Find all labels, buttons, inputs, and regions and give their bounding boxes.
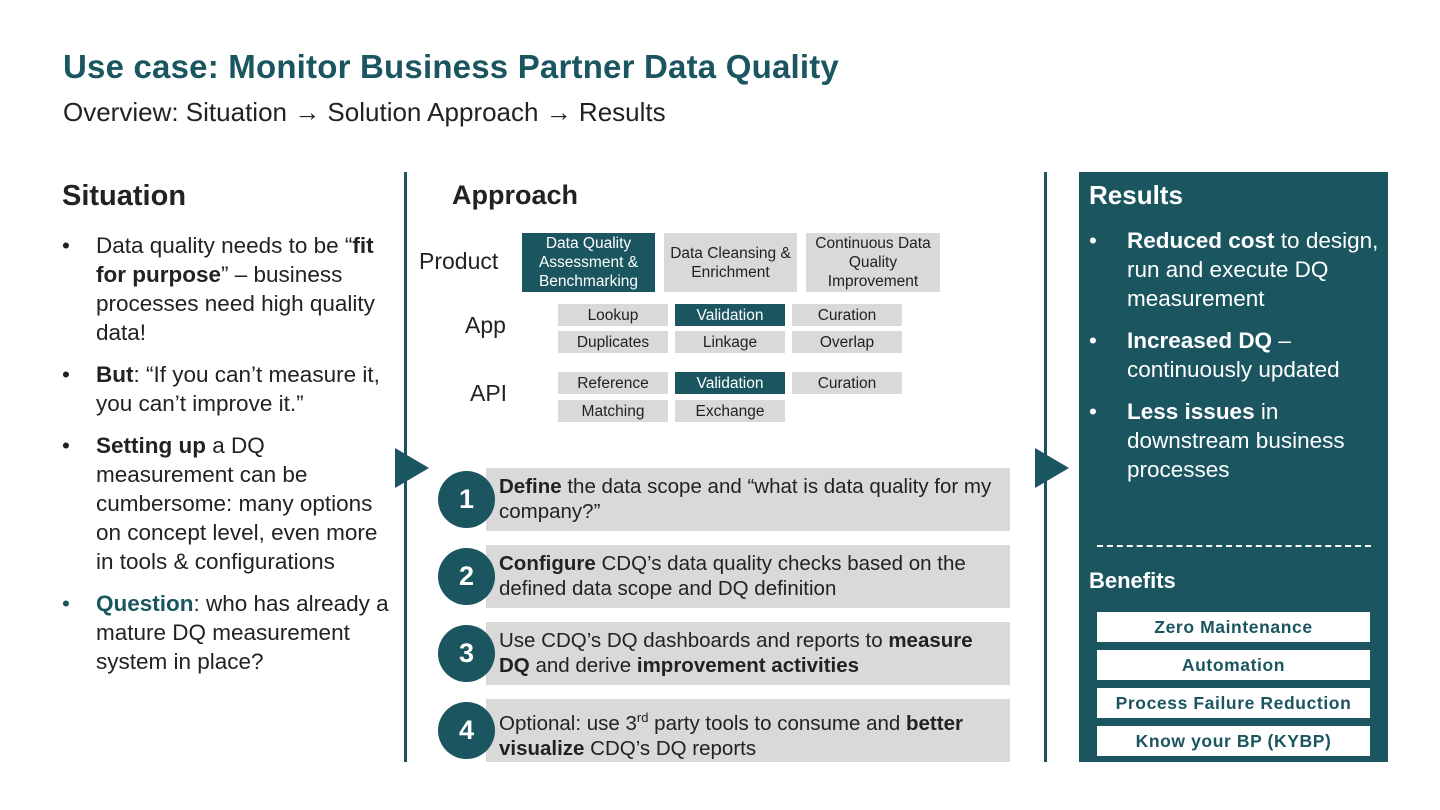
- chip-overlap[interactable]: Overlap: [792, 331, 902, 353]
- chip-dq-assessment[interactable]: Data Quality Assessment & Benchmarking: [522, 233, 655, 292]
- chip-api-validation[interactable]: Validation: [675, 372, 785, 394]
- page-subtitle: Overview: Situation → Solution Approach …: [63, 97, 666, 127]
- step-number-4: 4: [438, 702, 495, 759]
- step-number-2: 2: [438, 548, 495, 605]
- chip-continuous-dq[interactable]: Continuous Data Quality Improvement: [806, 233, 940, 292]
- chip-data-cleansing[interactable]: Data Cleansing & Enrichment: [664, 233, 797, 292]
- arrow-right-icon: [1035, 448, 1069, 488]
- benefits-heading: Benefits: [1089, 568, 1176, 593]
- result-item: • Reduced cost to design, run and execut…: [1089, 228, 1379, 311]
- bullet-icon: •: [1089, 399, 1097, 424]
- situation-item: • Data quality needs to be “fit for purp…: [62, 233, 375, 345]
- chip-app-validation[interactable]: Validation: [675, 304, 785, 326]
- benefit-zero-maintenance: Zero Maintenance: [1097, 612, 1370, 642]
- situation-item-question: • Question: who has already a mature DQ …: [62, 591, 389, 674]
- arrow-right-icon: [395, 448, 429, 488]
- bullet-icon: •: [62, 591, 70, 616]
- chip-app-curation[interactable]: Curation: [792, 304, 902, 326]
- step-number-3: 3: [438, 625, 495, 682]
- result-item: • Less issues in downstream business pro…: [1089, 399, 1345, 482]
- benefit-automation: Automation: [1097, 650, 1370, 680]
- page-title: Use case: Monitor Business Partner Data …: [63, 48, 839, 85]
- row-label-app: App: [465, 312, 506, 338]
- situation-item: • But: “If you can’t measure it, you can…: [62, 362, 380, 416]
- benefit-process-failure-reduction: Process Failure Reduction: [1097, 688, 1370, 718]
- chip-reference[interactable]: Reference: [558, 372, 668, 394]
- dashed-divider: [1097, 545, 1371, 547]
- row-label-api: API: [470, 380, 508, 406]
- situation-heading: Situation: [62, 180, 187, 212]
- bullet-icon: •: [1089, 328, 1097, 353]
- results-heading: Results: [1089, 180, 1183, 210]
- chip-lookup[interactable]: Lookup: [558, 304, 668, 326]
- step-2: Configure CDQ’s data quality checks base…: [486, 545, 1010, 608]
- step-3: Use CDQ’s DQ dashboards and reports to m…: [486, 622, 1010, 685]
- chip-exchange[interactable]: Exchange: [675, 400, 785, 422]
- benefit-kybp: Know your BP (KYBP): [1097, 726, 1370, 756]
- situation-item: • Setting up a DQ measurement can be cum…: [62, 433, 378, 574]
- bullet-icon: •: [62, 362, 70, 387]
- result-item: • Increased DQ – continuously updated: [1089, 328, 1340, 382]
- bullet-icon: •: [62, 233, 70, 258]
- bullet-icon: •: [1089, 228, 1097, 253]
- chip-matching[interactable]: Matching: [558, 400, 668, 422]
- chip-api-curation[interactable]: Curation: [792, 372, 902, 394]
- situation-list: • Data quality needs to be “fit for purp…: [62, 231, 392, 689]
- step-4: Optional: use 3rd party tools to consume…: [486, 699, 1010, 762]
- chip-linkage[interactable]: Linkage: [675, 331, 785, 353]
- bullet-icon: •: [62, 433, 70, 458]
- chip-duplicates[interactable]: Duplicates: [558, 331, 668, 353]
- results-panel: Results • Reduced cost to design, run an…: [1079, 172, 1388, 762]
- row-label-product: Product: [419, 248, 499, 274]
- step-1: Define the data scope and “what is data …: [486, 468, 1010, 531]
- step-number-1: 1: [438, 471, 495, 528]
- approach-heading: Approach: [452, 180, 579, 210]
- results-list: • Reduced cost to design, run and execut…: [1089, 226, 1384, 497]
